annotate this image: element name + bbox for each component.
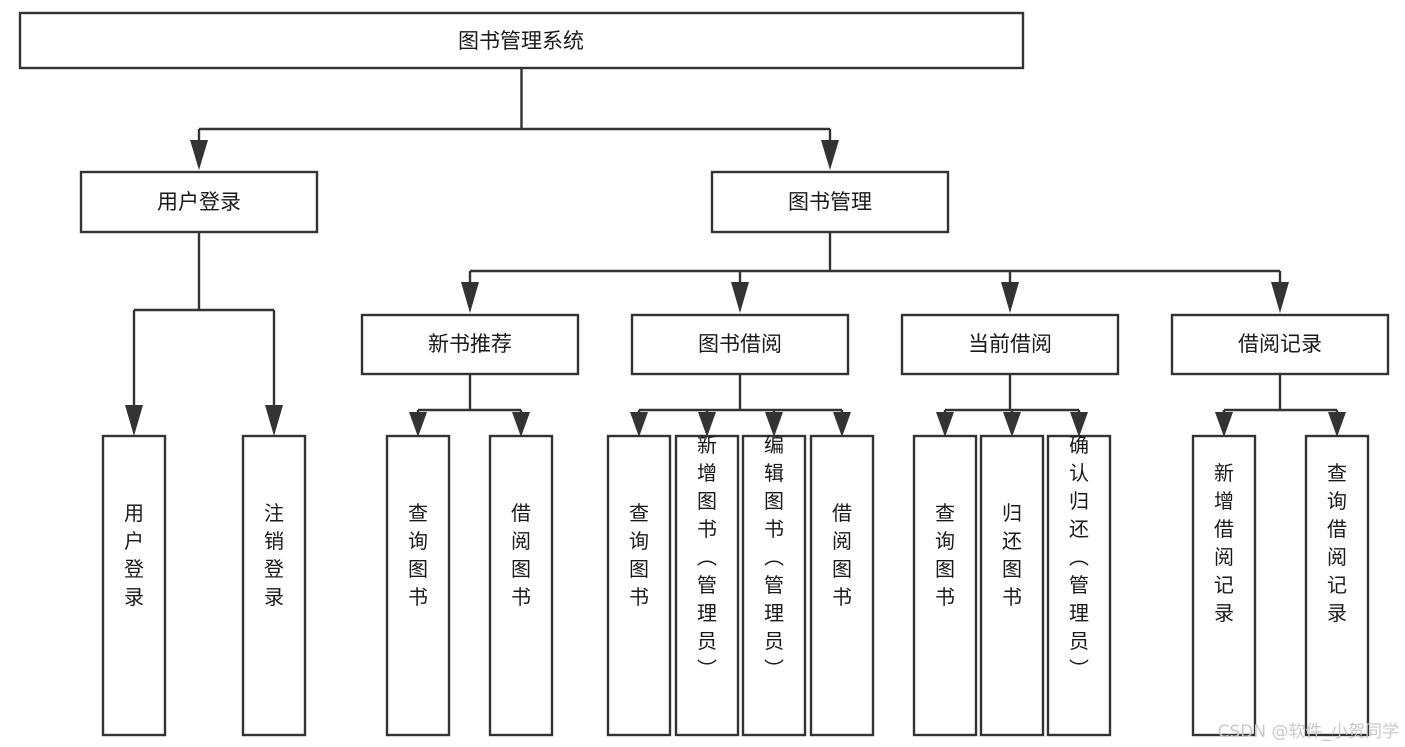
leaf-query-book-borrow-box[interactable] bbox=[606, 434, 672, 737]
leaf-logout-box[interactable] bbox=[241, 434, 307, 737]
node-book-management-label: 图书管理 bbox=[788, 190, 872, 214]
leaf-node[interactable]: 用户登录 bbox=[101, 434, 167, 737]
leaf-node[interactable]: 确认归还︵管理员︶ bbox=[1046, 433, 1112, 737]
node-book-borrow[interactable]: 图书借阅 bbox=[630, 313, 850, 376]
leaf-user-login-label: 用户登录 bbox=[124, 501, 144, 609]
arrow-head-icon bbox=[265, 405, 283, 436]
leaf-node[interactable]: 查询图书 bbox=[606, 434, 672, 737]
leaf-borrow-book-label: 借阅图书 bbox=[832, 501, 852, 609]
leaf-query-book-current-box[interactable] bbox=[912, 434, 978, 737]
node-book-borrow-label: 图书借阅 bbox=[698, 332, 782, 356]
arrow-head-icon bbox=[1003, 412, 1021, 437]
leaf-borrow-book-recommend-label: 借阅图书 bbox=[511, 501, 531, 609]
leaf-borrow-book-recommend-box[interactable] bbox=[488, 434, 554, 737]
node-book-management[interactable]: 图书管理 bbox=[710, 170, 950, 234]
arrow-head-icon bbox=[1215, 412, 1233, 437]
leaf-query-book-recommend-label: 查询图书 bbox=[408, 501, 428, 609]
node-new-book-recommend-label: 新书推荐 bbox=[428, 332, 512, 356]
node-current-borrow-box[interactable] bbox=[900, 313, 1120, 376]
arrow-head-icon bbox=[821, 140, 839, 170]
leaf-node[interactable]: 查询图书 bbox=[385, 434, 451, 737]
node-borrow-record-label: 借阅记录 bbox=[1238, 332, 1322, 356]
leaf-node[interactable]: 编辑图书︵管理员︶ bbox=[741, 433, 807, 737]
node-root-system[interactable]: 图书管理系统 bbox=[18, 11, 1025, 70]
node-new-book-recommend[interactable]: 新书推荐 bbox=[360, 313, 580, 376]
watermark: CSDN @软件_小贺同学 bbox=[1218, 722, 1399, 742]
arrow-head-icon bbox=[1070, 412, 1088, 437]
arrow-head-icon bbox=[125, 405, 143, 436]
node-current-borrow-label: 当前借阅 bbox=[968, 332, 1052, 356]
leaf-node[interactable]: 注销登录 bbox=[241, 434, 307, 737]
leaf-confirm-return-box[interactable] bbox=[1046, 434, 1112, 737]
node-user-login-label: 用户登录 bbox=[157, 190, 241, 214]
leaf-add-book-box[interactable] bbox=[674, 434, 740, 737]
leaf-add-record-label: 新增借阅记录 bbox=[1214, 461, 1234, 625]
leaf-borrow-book-box[interactable] bbox=[809, 434, 875, 737]
arrow-head-icon bbox=[1328, 412, 1346, 437]
node-root-label: 图书管理系统 bbox=[458, 29, 584, 53]
leaf-add-record-box[interactable] bbox=[1191, 434, 1257, 737]
leaf-logout-label: 注销登录 bbox=[264, 501, 284, 609]
node-borrow-record-box[interactable] bbox=[1170, 313, 1390, 376]
arrow-head-icon bbox=[1271, 282, 1289, 313]
node-user-login-box[interactable] bbox=[79, 170, 319, 234]
node-borrow-record[interactable]: 借阅记录 bbox=[1170, 313, 1390, 376]
leaf-node[interactable]: 新增借阅记录 bbox=[1191, 434, 1257, 737]
arrow-head-icon bbox=[1001, 282, 1019, 313]
arrow-head-icon bbox=[833, 412, 851, 437]
leaf-node[interactable]: 借阅图书 bbox=[488, 434, 554, 737]
connector-layer bbox=[125, 68, 1346, 437]
leaf-query-book-recommend-box[interactable] bbox=[385, 434, 451, 737]
arrow-head-icon bbox=[936, 412, 954, 437]
leaf-node[interactable]: 查询借阅记录 bbox=[1304, 434, 1370, 737]
arrow-head-icon bbox=[190, 140, 208, 170]
arrow-head-icon bbox=[765, 412, 783, 437]
leaf-add-book-label: 新增图书︵管理员︶ bbox=[697, 433, 717, 681]
node-root-box[interactable] bbox=[18, 11, 1025, 70]
node-user-login[interactable]: 用户登录 bbox=[79, 170, 319, 234]
node-book-borrow-box[interactable] bbox=[630, 313, 850, 376]
leaf-user-login-box[interactable] bbox=[101, 434, 167, 737]
leaf-query-record-box[interactable] bbox=[1304, 434, 1370, 737]
arrow-head-icon bbox=[512, 412, 530, 437]
leaf-query-book-current-label: 查询图书 bbox=[935, 501, 955, 609]
leaf-query-book-borrow-label: 查询图书 bbox=[629, 501, 649, 609]
node-new-book-recommend-box[interactable] bbox=[360, 313, 580, 376]
leaf-return-book-box[interactable] bbox=[979, 434, 1045, 737]
node-book-management-box[interactable] bbox=[710, 170, 950, 234]
leaf-node[interactable]: 借阅图书 bbox=[809, 434, 875, 737]
leaf-edit-book-box[interactable] bbox=[741, 434, 807, 737]
arrow-head-icon bbox=[731, 282, 749, 313]
leaf-confirm-return-label: 确认归还︵管理员︶ bbox=[1069, 433, 1089, 681]
leaf-query-record-label: 查询借阅记录 bbox=[1327, 461, 1347, 625]
leaf-node[interactable]: 新增图书︵管理员︶ bbox=[674, 433, 740, 737]
arrow-head-icon bbox=[409, 412, 427, 437]
leaf-edit-book-label: 编辑图书︵管理员︶ bbox=[764, 433, 784, 681]
arrow-head-icon bbox=[630, 412, 648, 437]
arrow-head-icon bbox=[698, 412, 716, 437]
arrow-head-icon bbox=[461, 282, 479, 313]
leaf-return-book-label: 归还图书 bbox=[1002, 501, 1022, 609]
leaf-node[interactable]: 归还图书 bbox=[979, 434, 1045, 737]
node-current-borrow[interactable]: 当前借阅 bbox=[900, 313, 1120, 376]
leaf-node[interactable]: 查询图书 bbox=[912, 434, 978, 737]
